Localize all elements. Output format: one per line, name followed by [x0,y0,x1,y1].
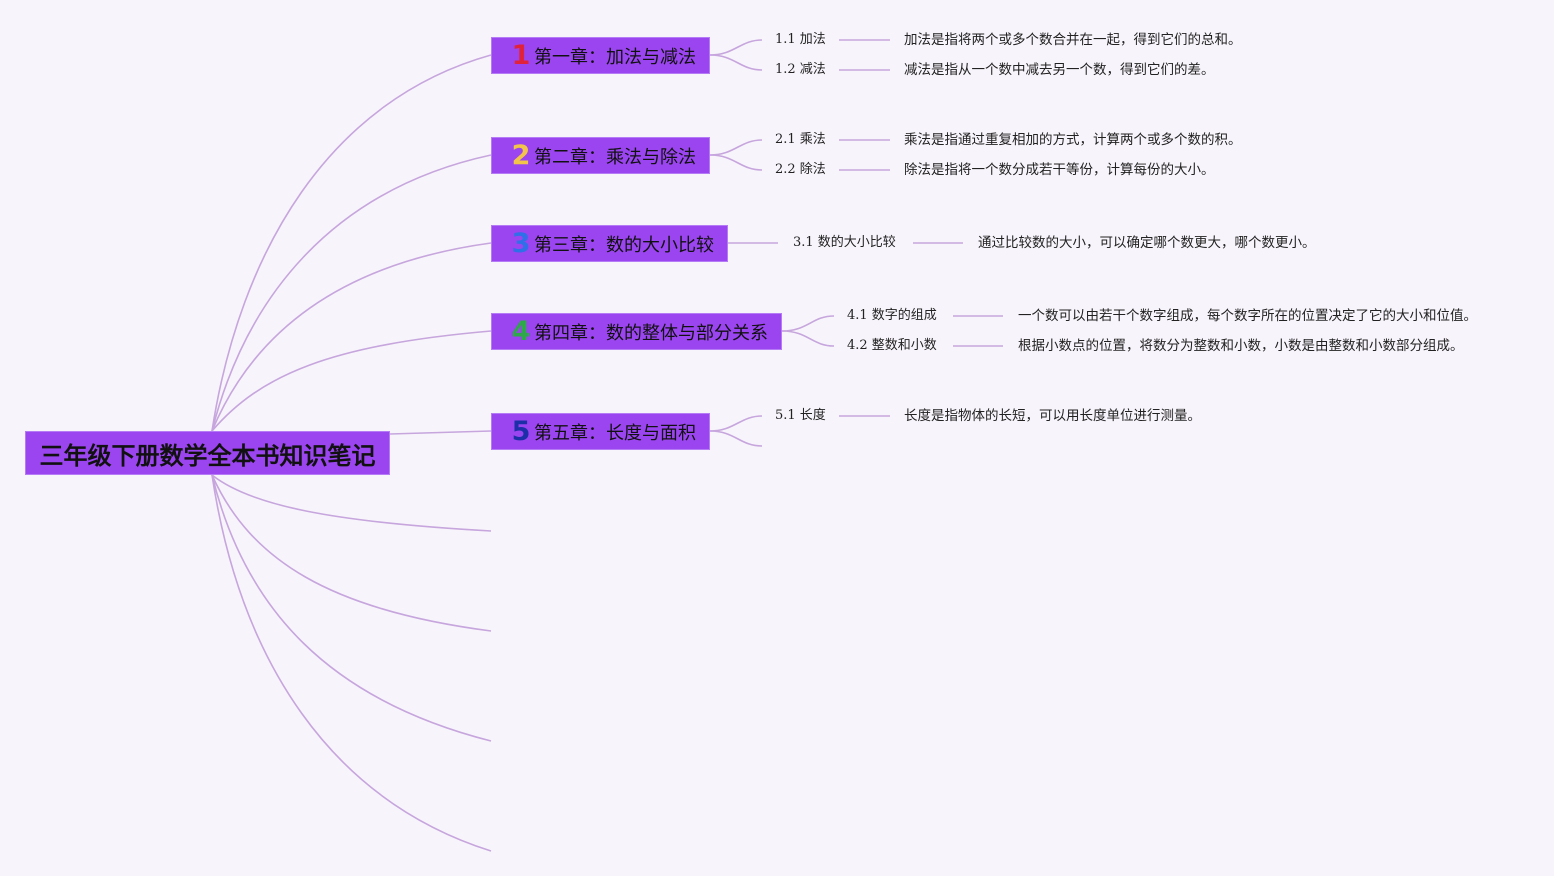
subtopic-1-1-label[interactable]: 1.1 加法 [775,32,826,47]
connector-root-chapter-1 [211,54,492,432]
subtopic-4-2-label[interactable]: 4.2 整数和小数 [847,338,937,353]
chapter-3-node[interactable]: 3 第三章：数的大小比较 [491,225,728,262]
connector-root-chapter-5 [389,430,492,435]
subtopic-5-1-label[interactable]: 5.1 长度 [775,408,826,423]
connector-empty-branch-3 [211,474,492,742]
chapter-1-number-icon: 1 [511,40,531,71]
connector-chapter-1-sub-2 [709,54,763,71]
connector-chapter-1-sub-1 [709,39,763,56]
subtopic-4-2-description[interactable]: 根据小数点的位置，将数分为整数和小数，小数是由整数和小数部分组成。 [1018,338,1464,354]
connector-empty-branch-2 [211,474,492,632]
chapter-5-number-icon: 5 [511,416,531,447]
root-title: 三年级下册数学全本书知识笔记 [39,441,376,470]
connector-empty-branch-1 [211,474,492,532]
connector-root-chapter-2 [211,154,492,432]
connector-root-chapter-3 [211,242,492,432]
connector-chapter-5-sub-1 [709,415,763,432]
chapter-1-node[interactable]: 1 第一章：加法与减法 [491,37,710,74]
subtopic-1-1-description[interactable]: 加法是指将两个或多个数合并在一起，得到它们的总和。 [904,32,1242,48]
chapter-2-node[interactable]: 2 第二章：乘法与除法 [491,137,710,174]
connector-chapter-5-empty [709,430,763,447]
chapter-2-number-icon: 2 [511,140,531,171]
chapter-3-number-icon: 3 [511,228,531,259]
chapter-3-title: 第三章：数的大小比较 [534,234,714,256]
subtopic-2-1-description[interactable]: 乘法是指通过重复相加的方式，计算两个或多个数的积。 [904,132,1242,148]
chapter-2-title: 第二章：乘法与除法 [534,146,696,168]
subtopic-1-2-label[interactable]: 1.2 减法 [775,62,826,77]
subtopic-4-1-description[interactable]: 一个数可以由若干个数字组成，每个数字所在的位置决定了它的大小和位值。 [1018,308,1477,324]
connector-chapter-4-sub-1 [781,315,835,332]
chapter-4-node[interactable]: 4 第四章：数的整体与部分关系 [491,313,782,350]
connector-chapter-2-sub-2 [709,154,763,171]
subtopic-4-1-label[interactable]: 4.1 数字的组成 [847,308,937,323]
connector-empty-branch-4 [211,474,492,852]
subtopic-2-2-label[interactable]: 2.2 除法 [775,162,826,177]
connector-root-chapter-4 [211,330,492,432]
subtopic-2-1-label[interactable]: 2.1 乘法 [775,132,826,147]
connector-chapter-2-sub-1 [709,139,763,156]
subtopic-3-1-label[interactable]: 3.1 数的大小比较 [793,235,896,250]
chapter-4-title: 第四章：数的整体与部分关系 [534,322,768,344]
chapter-5-title: 第五章：长度与面积 [534,422,696,444]
root-node[interactable]: 三年级下册数学全本书知识笔记 [25,431,390,475]
connector-chapter-4-sub-2 [781,330,835,347]
chapter-1-title: 第一章：加法与减法 [534,46,696,68]
chapter-5-node[interactable]: 5 第五章：长度与面积 [491,413,710,450]
subtopic-3-1-description[interactable]: 通过比较数的大小，可以确定哪个数更大，哪个数更小。 [978,235,1316,251]
subtopic-1-2-description[interactable]: 减法是指从一个数中减去另一个数，得到它们的差。 [904,62,1215,78]
chapter-4-number-icon: 4 [511,316,531,347]
subtopic-5-1-description[interactable]: 长度是指物体的长短，可以用长度单位进行测量。 [904,408,1201,424]
subtopic-2-2-description[interactable]: 除法是指将一个数分成若干等份，计算每份的大小。 [904,162,1215,178]
